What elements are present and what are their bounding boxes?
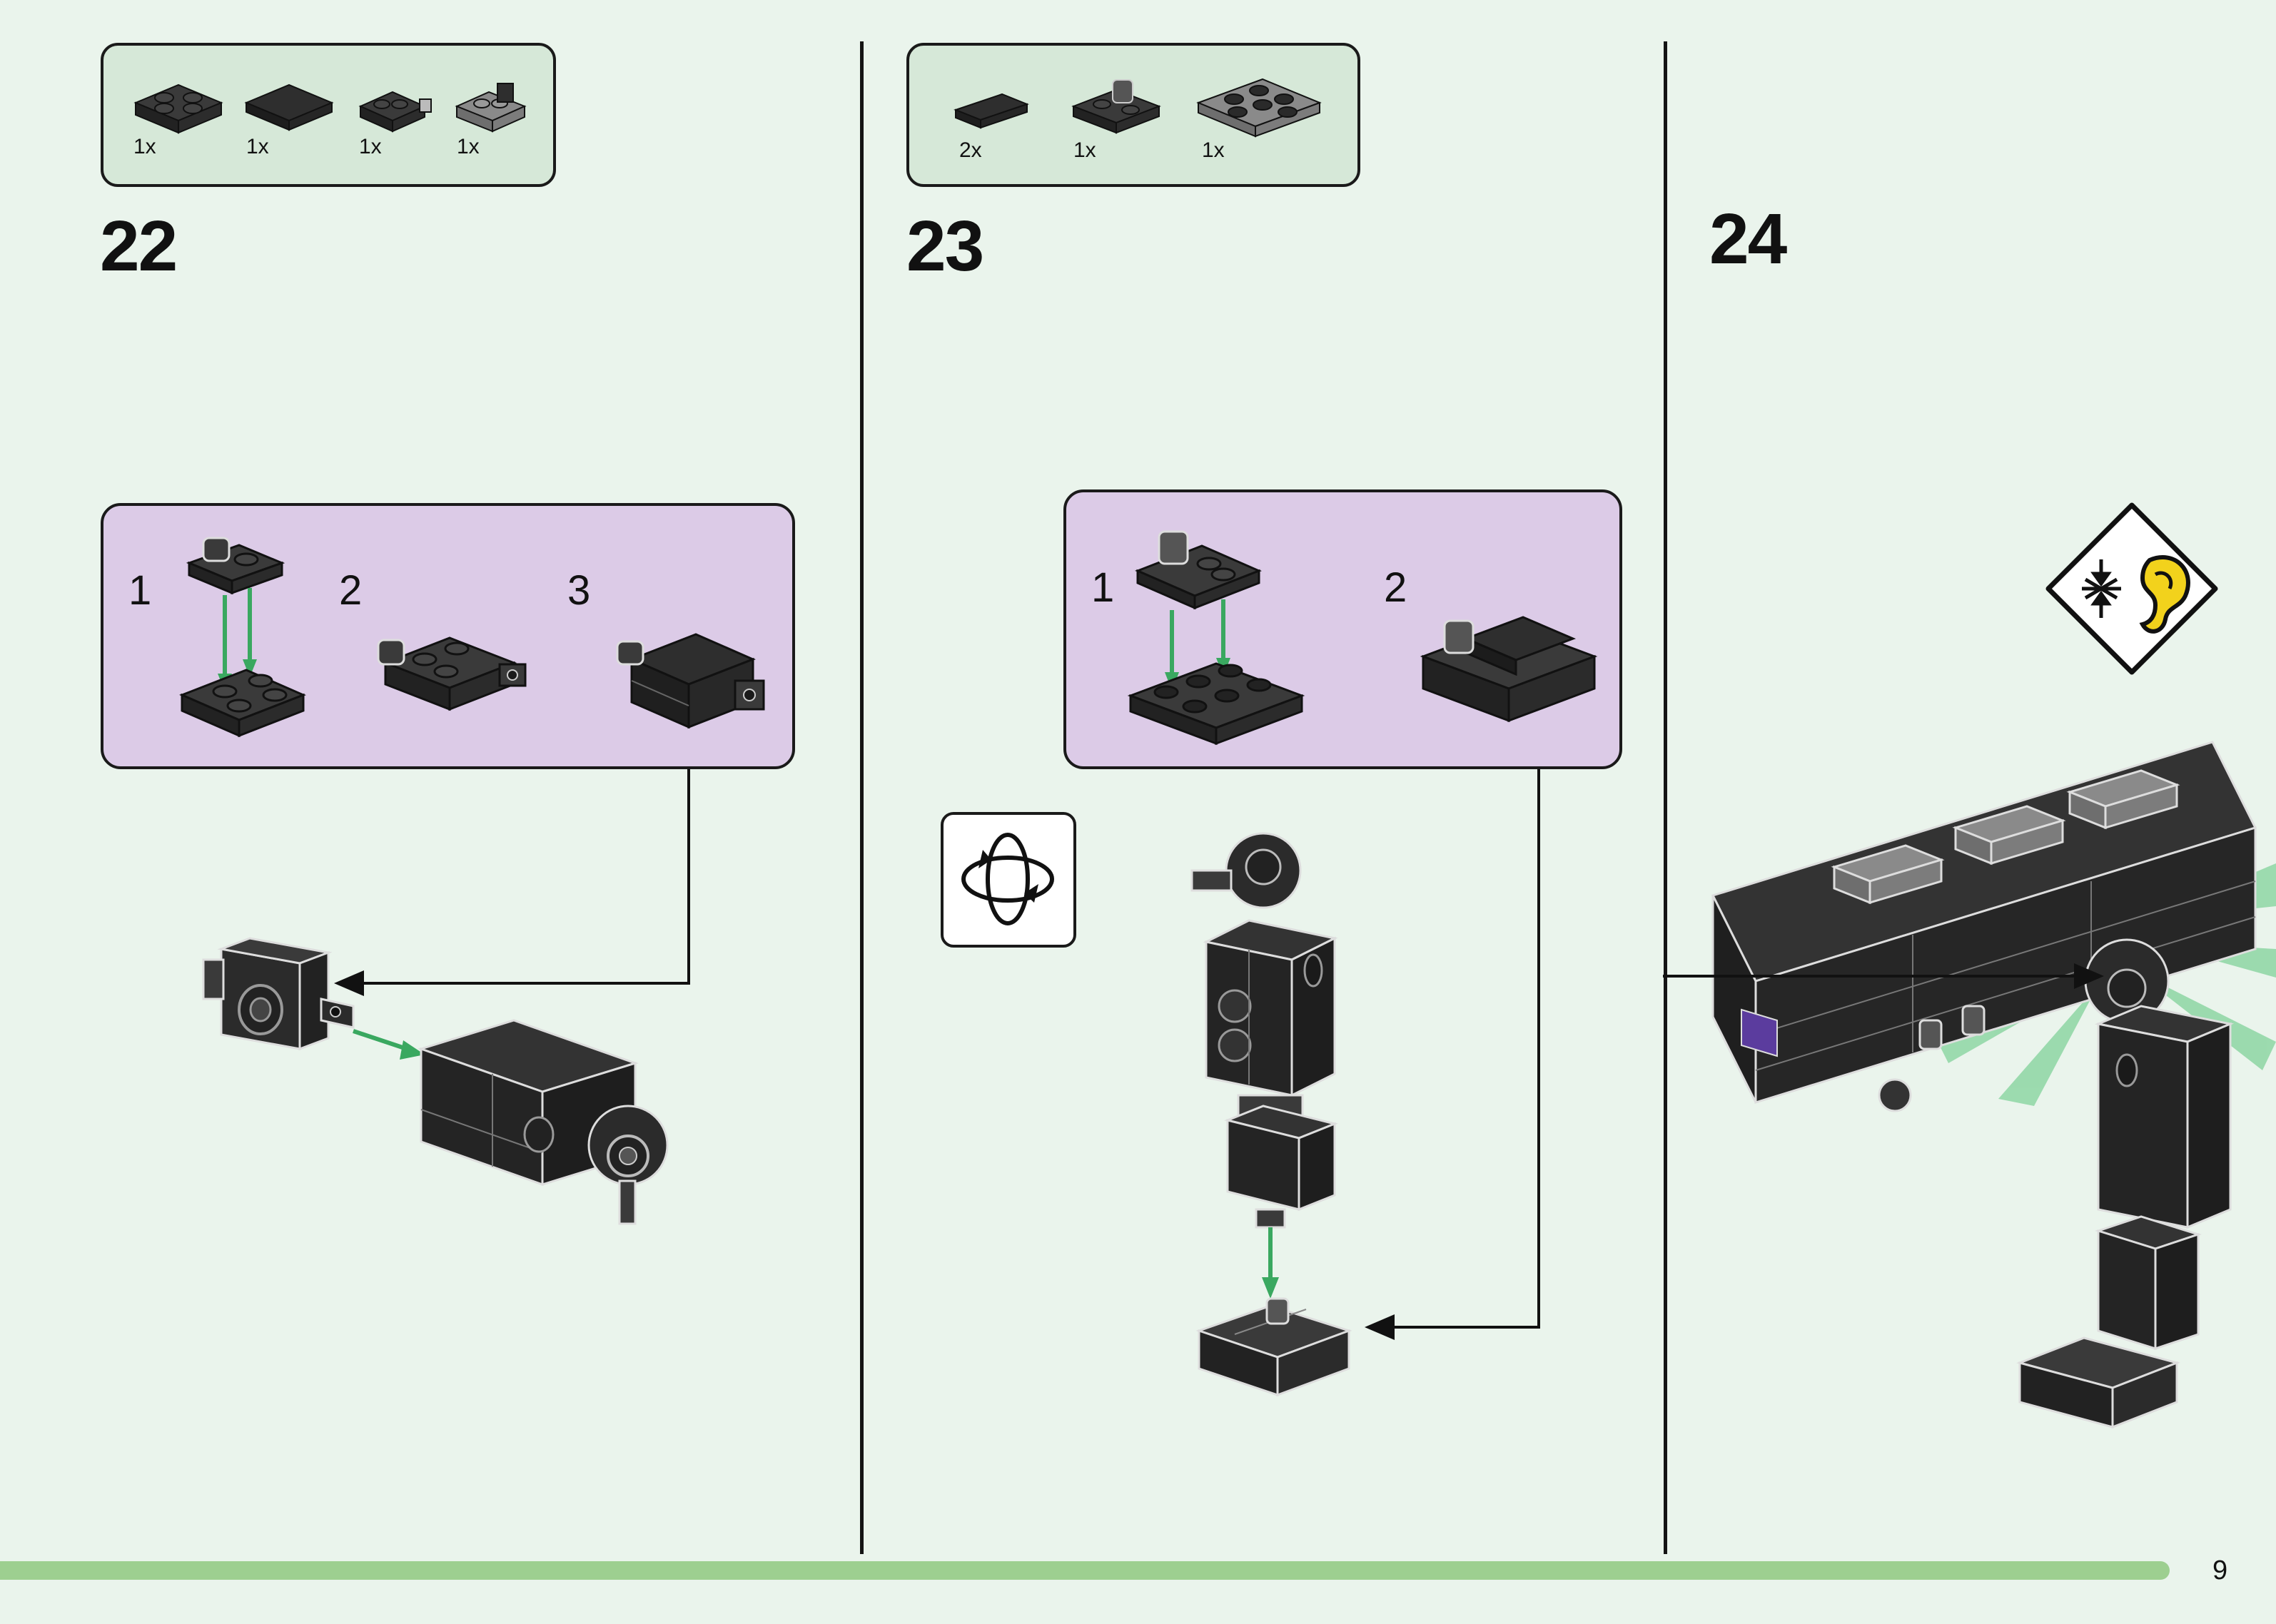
- part-quantity: 1x: [1073, 138, 1096, 162]
- substep-number: 3: [567, 567, 591, 614]
- step-24-model-illustration: [1663, 741, 2276, 1429]
- substep-2-illustration: [377, 636, 527, 711]
- column-divider-right: [1664, 41, 1667, 1554]
- step-number-24: 24: [1709, 199, 1787, 279]
- substep-panel-step-23: 1 2: [1063, 489, 1622, 769]
- plate-with-clip-icon: [358, 91, 432, 133]
- tile-1x2-icon: [954, 93, 1029, 129]
- parts-list-step-22: 1x 1x 1x 1x: [101, 43, 556, 187]
- substep-3-illustration: [616, 633, 765, 729]
- step-23-model-illustration: [1190, 832, 1352, 1397]
- substep-1-illustration: [179, 537, 306, 738]
- substep-number: 1: [128, 567, 152, 614]
- step-22-model-illustration: [202, 937, 669, 1225]
- substep-panel-step-22: 1 2 3: [101, 503, 795, 769]
- footer-progress-bar: [0, 1561, 2170, 1580]
- part-quantity: 1x: [1202, 138, 1225, 162]
- part-quantity: 1x: [457, 135, 480, 158]
- part-quantity: 2x: [959, 138, 982, 162]
- plate-with-bracket-icon: [455, 83, 527, 133]
- parts-list-step-23: 2x 1x 1x: [906, 43, 1360, 187]
- plate-2x3-icon: [1196, 78, 1322, 138]
- substep-number: 2: [339, 567, 363, 614]
- column-divider-left: [860, 41, 864, 1554]
- step-number-23: 23: [906, 206, 984, 286]
- page-number: 9: [2212, 1556, 2228, 1585]
- substep-2-illustration: [1420, 616, 1598, 723]
- plate-2x2-icon: [133, 83, 223, 134]
- substep-1-illustration: [1127, 530, 1305, 746]
- tile-2x2-icon: [244, 83, 334, 131]
- substep-number: 1: [1091, 564, 1115, 611]
- substep-number: 2: [1384, 564, 1407, 611]
- step-number-22: 22: [100, 206, 178, 286]
- part-quantity: 1x: [133, 135, 156, 158]
- part-quantity: 1x: [359, 135, 382, 158]
- rotate-model-icon: [941, 812, 1076, 948]
- click-sound-icon: [2045, 502, 2218, 675]
- plate-with-clip-icon: [1071, 79, 1161, 134]
- part-quantity: 1x: [246, 135, 269, 158]
